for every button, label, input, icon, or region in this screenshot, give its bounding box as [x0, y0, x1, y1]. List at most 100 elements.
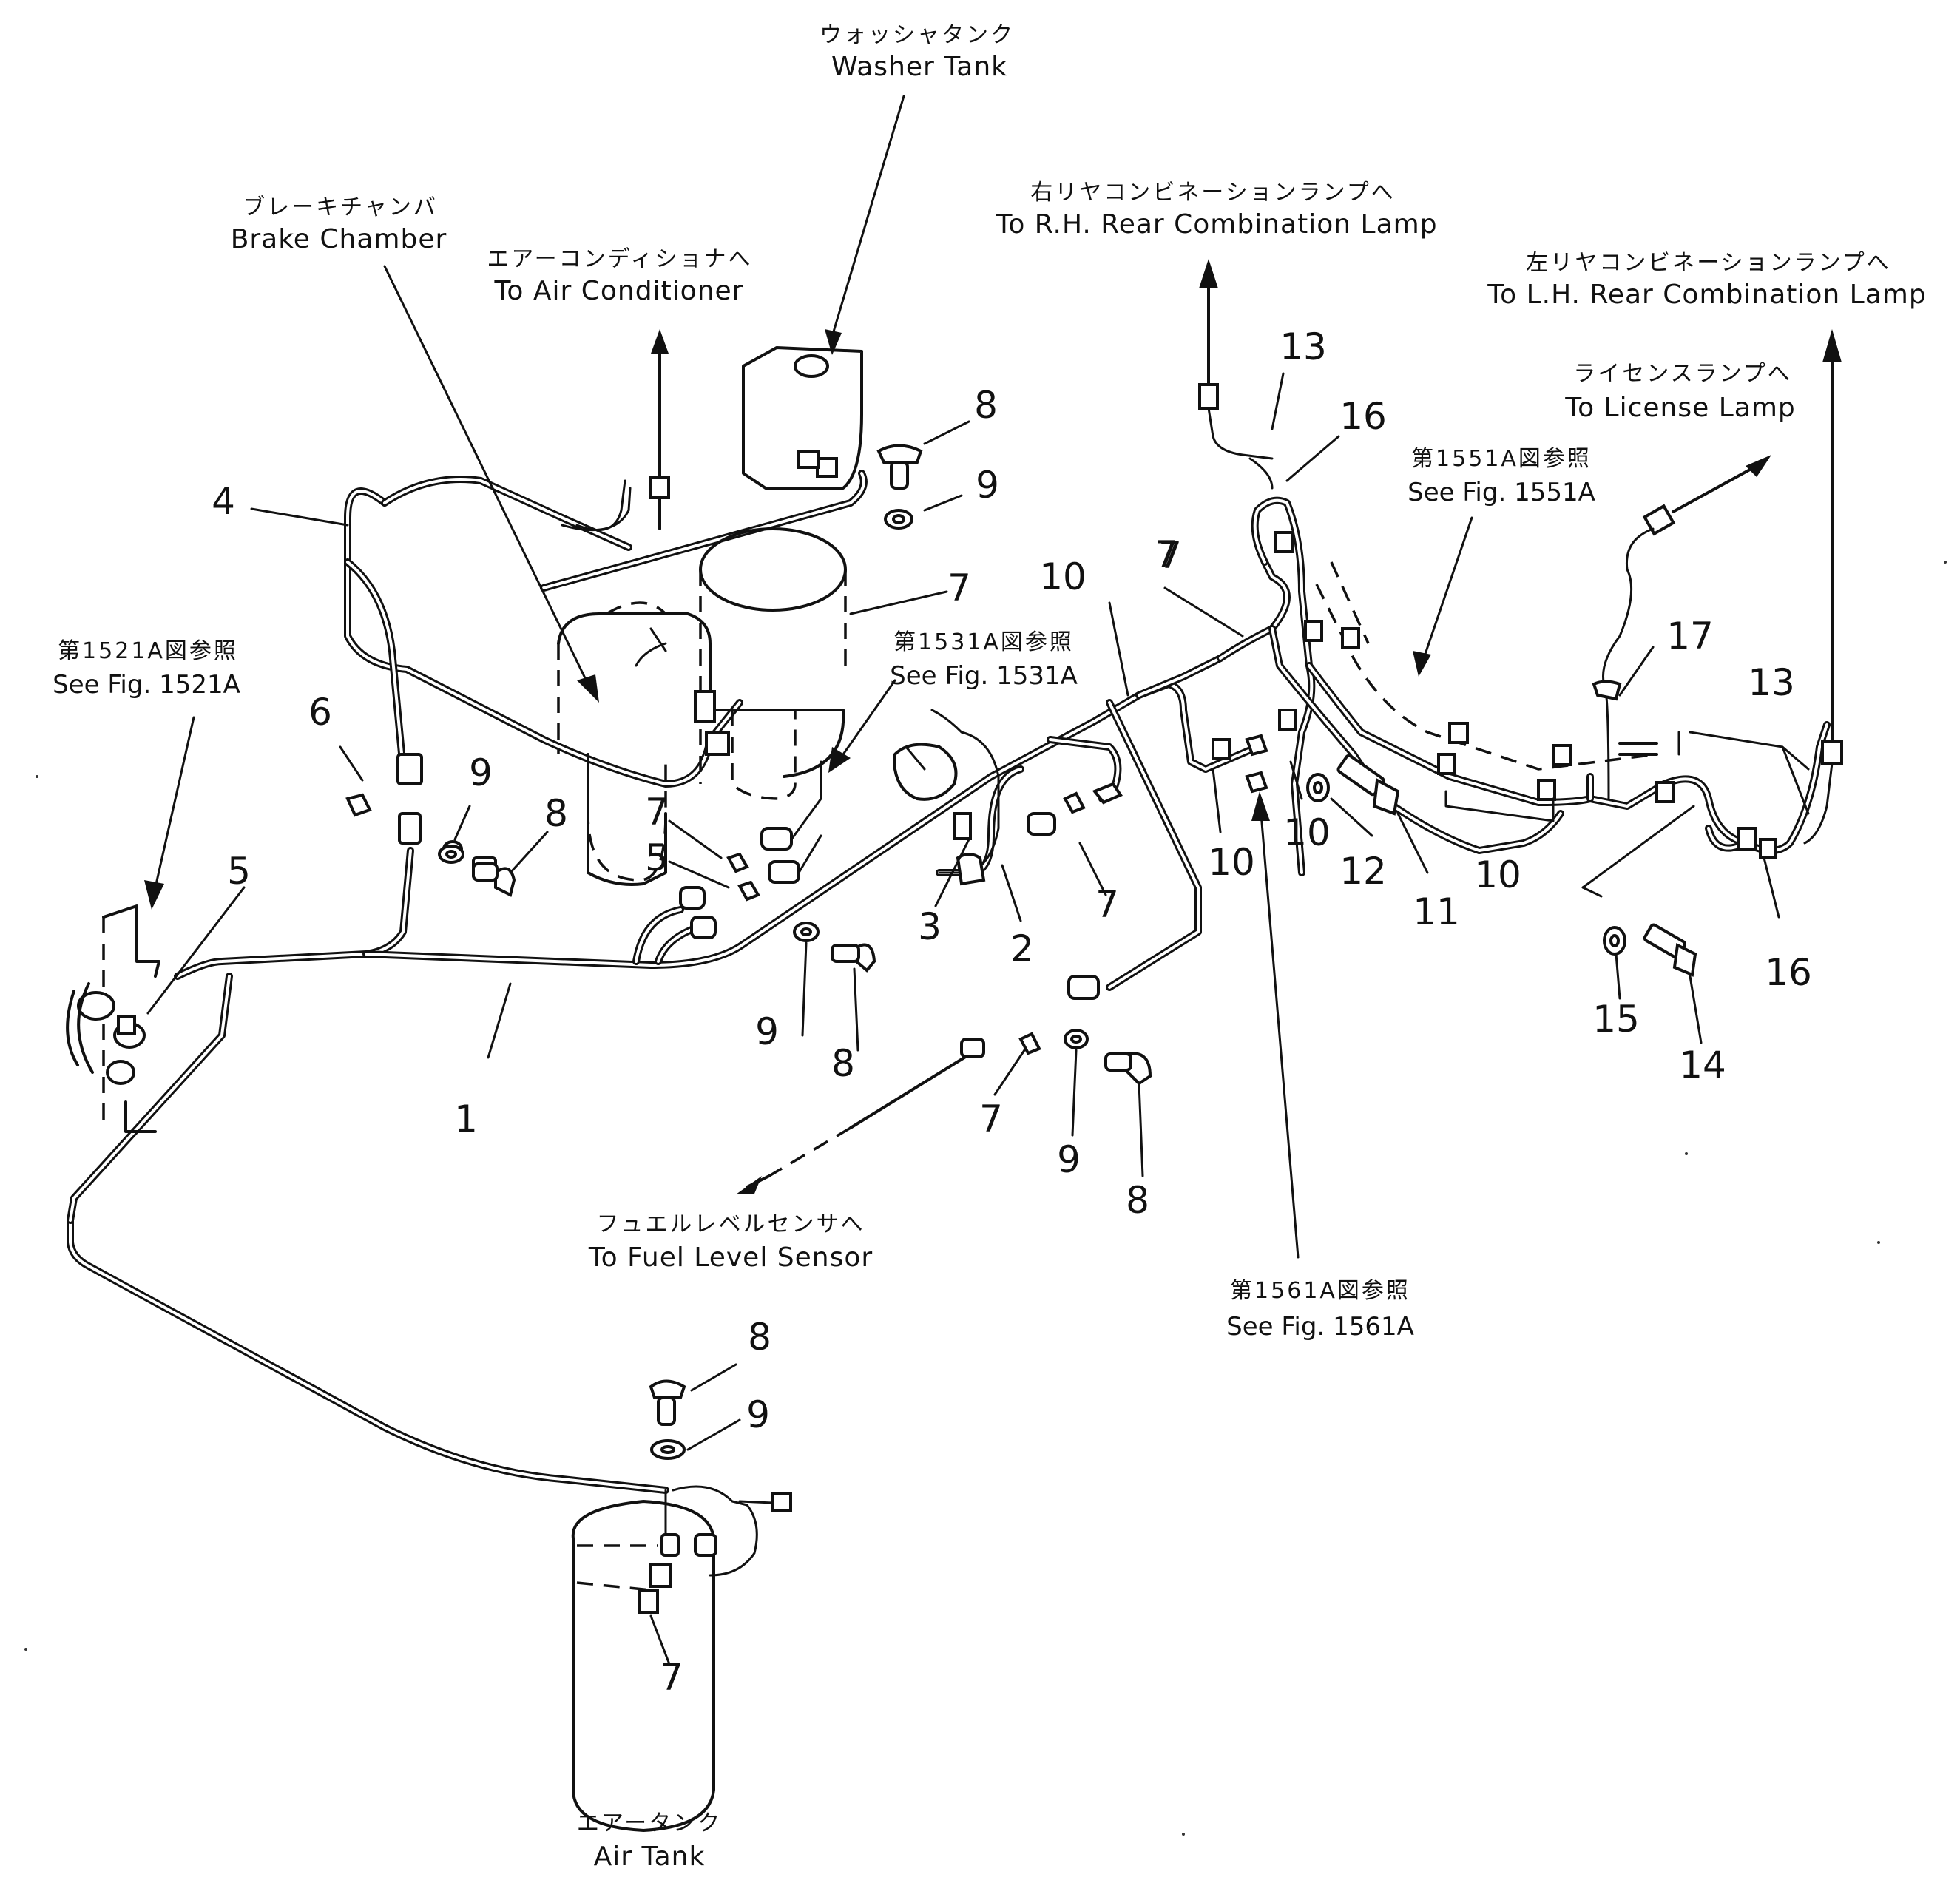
relay — [893, 709, 1000, 886]
rh-rear-lamp-lead — [1198, 259, 1274, 490]
figure-references: 第1521A図参照 See Fig. 1521A 第1531A図参照 See F… — [53, 446, 1595, 1342]
air-tank-en: Air Tank — [594, 1842, 706, 1872]
fig-1531a-en: See Fig. 1531A — [890, 661, 1078, 691]
fig-1521a-jp: 第1521A図参照 — [58, 638, 238, 664]
callout-lh-rear-lamp: 左リヤコンビネーションランプへ To L.H. Rear Combination… — [1487, 250, 1926, 310]
lh-rear-lamp-lead — [1803, 329, 1843, 845]
callout-air-tank: エアータンク Air Tank — [577, 1810, 720, 1872]
fuel-level-sensor-jp: フュエルレベルセンサへ — [597, 1211, 865, 1237]
callout-brake-chamber: ブレーキチャンバ Brake Chamber — [231, 195, 447, 254]
part-number: 7 — [1095, 883, 1119, 926]
part-number: 15 — [1592, 998, 1640, 1041]
bolt-11 — [1336, 754, 1400, 816]
bolt-14 — [1643, 923, 1697, 977]
washer-9-bottom — [650, 1439, 686, 1460]
air-tank — [571, 1485, 792, 1832]
callout-washer-tank: ウォッシャタンク Washer Tank — [820, 22, 1015, 82]
lh-rear-lamp-en: To L.H. Rear Combination Lamp — [1487, 280, 1926, 310]
fuel-level-sensor-en: To Fuel Level Sensor — [588, 1242, 873, 1273]
bracket-left — [66, 904, 160, 1133]
part-number: 7 — [1158, 534, 1182, 577]
connectors-left — [345, 753, 497, 880]
part-number: 3 — [918, 905, 942, 948]
washer-tank-jp: ウォッシャタンク — [820, 22, 1015, 48]
scan-speckles — [24, 561, 1947, 1836]
part-number: 13 — [1748, 661, 1795, 704]
part-number: 14 — [1679, 1044, 1726, 1086]
license-lamp-en: To License Lamp — [1564, 393, 1796, 423]
part-number: 1 — [454, 1098, 478, 1140]
part-number: 2 — [1010, 927, 1034, 970]
part-number: 8 — [748, 1316, 771, 1359]
bolt-8-lower — [1104, 1052, 1152, 1086]
bolt-8-bottom — [649, 1379, 686, 1426]
part-number: 5 — [645, 836, 669, 879]
rh-rear-lamp-en: To R.H. Rear Combination Lamp — [995, 209, 1437, 240]
part-numbers: 8 9 4 7 7 10 7 13 16 6 9 8 7 5 5 3 2 7 1… — [212, 325, 1812, 1699]
washer-9-top — [884, 509, 913, 530]
bolt-8-left — [472, 862, 516, 897]
part-number: 16 — [1765, 951, 1812, 994]
part-number: 10 — [1474, 853, 1521, 896]
main-harness — [67, 655, 1261, 1494]
fig-1521a-en: See Fig. 1521A — [53, 670, 240, 700]
part-number: 7 — [660, 1656, 683, 1699]
callout-rh-rear-lamp: 右リヤコンビネーションランプへ To R.H. Rear Combination… — [995, 180, 1437, 240]
part-number: 9 — [755, 1010, 779, 1053]
lh-rear-lamp-jp: 左リヤコンビネーションランプへ — [1526, 250, 1891, 276]
part-number: 11 — [1413, 890, 1460, 933]
bolt-8-mid — [831, 943, 876, 973]
part-number: 7 — [947, 567, 971, 609]
washer-tank — [742, 346, 863, 490]
part-number: 8 — [831, 1042, 855, 1085]
washer-9-lower — [1064, 1029, 1089, 1049]
part-number: 8 — [544, 792, 568, 835]
fasteners — [438, 444, 1697, 1460]
license-lamp-lead — [1592, 455, 1771, 800]
callout-fuel-level-sensor: フュエルレベルセンサへ To Fuel Level Sensor — [588, 1211, 873, 1273]
fig-1561a-jp: 第1561A図参照 — [1230, 1278, 1410, 1304]
fig-1561a-en: See Fig. 1561A — [1226, 1312, 1414, 1342]
part-number: 8 — [1126, 1179, 1149, 1222]
connectors-middle — [679, 760, 1123, 939]
license-lamp-jp: ライセンスランプへ — [1573, 361, 1792, 387]
brake-chamber-jp: ブレーキチャンバ — [243, 195, 438, 220]
air-conditioner-jp: エアーコンディショナへ — [487, 246, 752, 272]
washer-15 — [1603, 926, 1626, 956]
washer-9-mid — [793, 922, 820, 942]
part-number: 8 — [974, 384, 998, 427]
fig-1551a-en: See Fig. 1551A — [1408, 478, 1595, 507]
part-number: 16 — [1339, 395, 1387, 438]
part-number: 9 — [469, 751, 493, 794]
washer-tank-en: Washer Tank — [831, 52, 1007, 82]
part-number: 10 — [1039, 555, 1087, 598]
part-number: 9 — [1057, 1138, 1081, 1181]
callout-license-lamp: ライセンスランプへ To License Lamp — [1564, 361, 1796, 423]
part-number: 7 — [645, 791, 669, 833]
part-number: 10 — [1283, 811, 1331, 854]
part-number: 12 — [1339, 850, 1387, 893]
fig-1531a-jp: 第1531A図参照 — [893, 629, 1074, 655]
leader-lines — [144, 95, 1810, 1666]
bolt-8-top — [876, 444, 923, 490]
part-number: 17 — [1666, 615, 1714, 657]
part-number: 10 — [1208, 841, 1255, 884]
part-number: 7 — [979, 1098, 1003, 1140]
part-number: 7 — [1155, 533, 1178, 576]
rh-rear-lamp-jp: 右リヤコンビネーションランプへ — [1030, 180, 1396, 206]
air-conditioner-en: To Air Conditioner — [494, 276, 744, 306]
part-number: 6 — [308, 691, 332, 734]
brake-chamber — [557, 527, 847, 886]
part-number: 4 — [212, 480, 235, 523]
part-number: 9 — [746, 1393, 770, 1436]
harness-4 — [344, 470, 868, 788]
fig-1551a-jp: 第1551A図参照 — [1411, 446, 1592, 472]
rear-harness — [1212, 496, 1831, 876]
brake-chamber-en: Brake Chamber — [231, 224, 447, 254]
fuel-level-sensor-lead — [736, 975, 1100, 1194]
callout-air-conditioner: エアーコンディショナへ To Air Conditioner — [487, 246, 752, 306]
part-number: 13 — [1280, 325, 1327, 368]
washer-12 — [1306, 773, 1330, 802]
